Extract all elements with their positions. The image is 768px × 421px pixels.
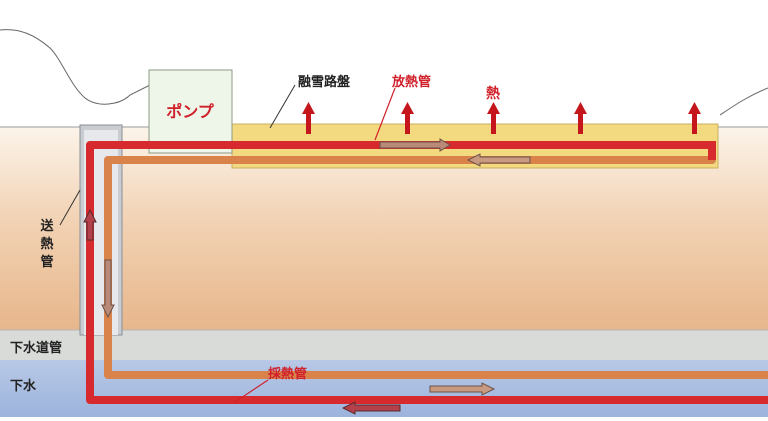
leader-supply-pipe	[59, 189, 81, 226]
ground-outline-right	[719, 87, 768, 116]
sewer-pipe-label: 下水道管	[10, 340, 62, 356]
flow-arrow-right-upper	[379, 138, 451, 152]
flow-arrow-up-shaft	[83, 208, 97, 241]
heat-arrows	[302, 102, 701, 134]
collector-pipe-label: 採熱管	[268, 366, 307, 382]
road-surface-label: 融雪路盤	[298, 74, 351, 90]
svg-text:送熱管: 送熱管	[39, 218, 54, 270]
pump-box	[148, 69, 233, 154]
flow-arrow-left-upper	[466, 153, 531, 167]
heat-arrow	[487, 102, 500, 134]
leader-collector-pipe	[234, 379, 269, 403]
leader-radiator-pipe	[374, 87, 396, 141]
supply-pipe-label: 送熱管	[39, 218, 54, 270]
heat-arrow	[302, 102, 315, 134]
heat-label: 熱	[486, 85, 500, 102]
flow-arrow-left-lower	[341, 401, 401, 415]
leader-road-surface	[269, 84, 296, 129]
radiator-pipe-label: 放熱管	[391, 74, 431, 90]
pump-label: ポンプ	[166, 102, 215, 121]
sewage-label: 下水	[10, 378, 37, 394]
heat-arrow	[574, 102, 587, 134]
heat-arrow	[401, 102, 414, 134]
flow-arrow-right-lower	[429, 382, 496, 396]
heat-arrow	[688, 102, 701, 134]
sewer-pipe-band	[0, 330, 768, 360]
flow-arrow-down-shaft	[101, 259, 115, 319]
ground-outline-left	[0, 29, 151, 105]
